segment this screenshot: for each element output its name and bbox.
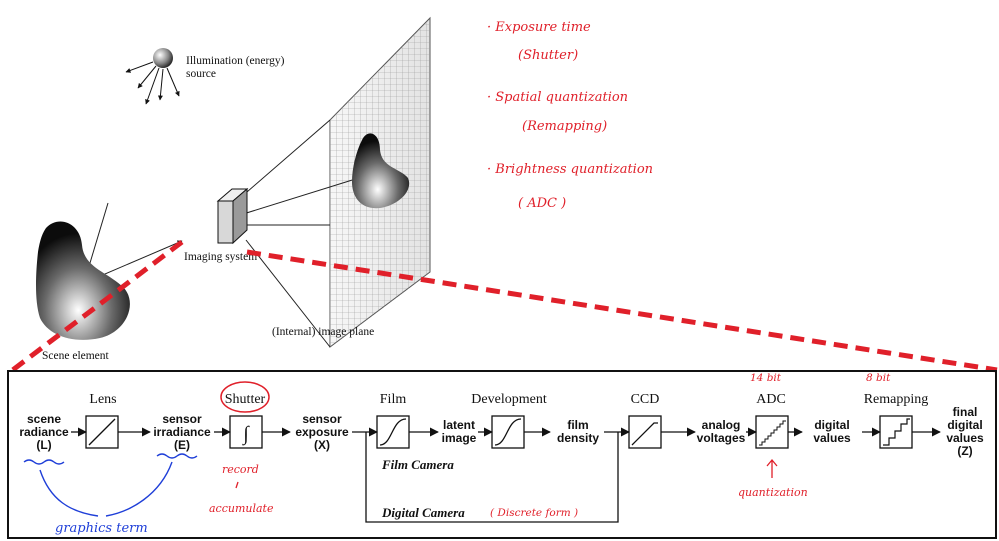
note-exposure-time: · Exposure time [487, 20, 591, 35]
film-density-label: film density [557, 418, 599, 445]
svg-text:scene: scene [27, 412, 61, 426]
ccd-block [628, 415, 662, 449]
linear-ramp-block-icon [631, 422, 658, 446]
illumination-source: Illumination (energy) source [125, 48, 285, 105]
note-shutter: (Shutter) [518, 48, 578, 63]
integral-block-icon: ∫ [241, 423, 250, 446]
svg-text:values: values [813, 431, 851, 445]
imaging-system-box-icon [216, 187, 249, 245]
accumulate-note: accumulate [209, 502, 274, 515]
film-title: Film [380, 392, 407, 407]
note-spatial-quantization: · Spatial quantization [487, 90, 628, 105]
zoom-dashed-lines [8, 240, 998, 374]
remapping-block [879, 415, 913, 449]
sensor-exposure-label: sensor exposure (X) [295, 412, 349, 452]
svg-text:image: image [442, 431, 477, 445]
bits-14-note: 14 bit [750, 372, 782, 384]
svg-text:radiance: radiance [19, 425, 69, 439]
ccd-title: CCD [631, 392, 660, 407]
shutter-circle-annotation [220, 381, 270, 413]
development-block [491, 415, 525, 449]
scene-element-label: Scene element [42, 350, 110, 362]
handwritten-notes: · Exposure time (Shutter) · Spatial quan… [487, 20, 653, 211]
svg-text:analog: analog [702, 418, 741, 432]
svg-text:latent: latent [443, 418, 475, 432]
svg-text:final: final [953, 405, 978, 419]
note-remapping: (Remapping) [522, 119, 607, 134]
bits-8-note: 8 bit [866, 372, 891, 384]
adc-title: ADC [756, 392, 786, 407]
quantization-note: quantization [738, 486, 808, 499]
svg-text:(E): (E) [174, 438, 190, 452]
note-adc: ( ADC ) [518, 196, 566, 211]
svg-text:values: values [946, 431, 984, 445]
pipeline-frame [7, 370, 997, 539]
record-note: record [222, 463, 259, 476]
svg-text:(L): (L) [36, 438, 51, 452]
svg-text:voltages: voltages [697, 431, 746, 445]
projected-image-blob [352, 133, 410, 209]
pipeline-arrows [71, 427, 941, 523]
s-curve-block-icon [494, 418, 522, 446]
graphics-term-annotation [23, 453, 198, 517]
svg-text:film: film [567, 418, 588, 432]
scene-radiance-label: scene radiance (L) [19, 412, 69, 452]
svg-text:sensor: sensor [302, 412, 342, 426]
shutter-block: ∫ [229, 415, 263, 449]
record-tick [235, 481, 239, 489]
shutter-title: Shutter [225, 392, 266, 407]
svg-text:digital: digital [947, 418, 982, 432]
latent-image-label: latent image [442, 418, 477, 445]
development-title: Development [471, 392, 547, 407]
digital-camera-label: Digital Camera [381, 505, 465, 520]
svg-text:digital: digital [814, 418, 849, 432]
svg-text:density: density [557, 431, 599, 445]
illumination-label-line2: source [186, 68, 216, 80]
illumination-label-line1: Illumination (energy) [186, 55, 285, 67]
sensor-irradiance-label: sensor irradiance (E) [153, 412, 211, 452]
s-curve-block-icon [379, 418, 407, 446]
discrete-form-note: ( Discrete form ) [490, 507, 578, 519]
staircase-fine-block-icon [759, 420, 786, 446]
imaging-system-label: Imaging system [184, 251, 257, 263]
scene-element-blob [36, 221, 130, 340]
svg-text:(Z): (Z) [957, 444, 972, 458]
image-plane-label: (Internal) image plane [272, 326, 374, 338]
staircase-coarse-block-icon [883, 418, 910, 446]
svg-text:irradiance: irradiance [153, 425, 211, 439]
digital-values-label: digital values [813, 418, 851, 445]
film-camera-label: Film Camera [381, 457, 454, 472]
lens-title: Lens [89, 392, 116, 407]
svg-text:(X): (X) [314, 438, 330, 452]
note-brightness-quantization: · Brightness quantization [487, 162, 653, 177]
illumination-sphere-icon [153, 48, 173, 68]
svg-text:exposure: exposure [295, 425, 349, 439]
analog-voltages-label: analog voltages [697, 418, 746, 445]
quantization-arrow [766, 458, 778, 478]
final-digital-values-label: final digital values (Z) [946, 405, 984, 458]
svg-text:sensor: sensor [162, 412, 202, 426]
lens-block [85, 415, 119, 449]
adc-block [755, 415, 789, 449]
film-block [376, 415, 410, 449]
graphics-term-note: graphics term [55, 521, 148, 536]
remapping-title: Remapping [864, 392, 929, 407]
diagonal-line-block-icon [88, 418, 116, 446]
